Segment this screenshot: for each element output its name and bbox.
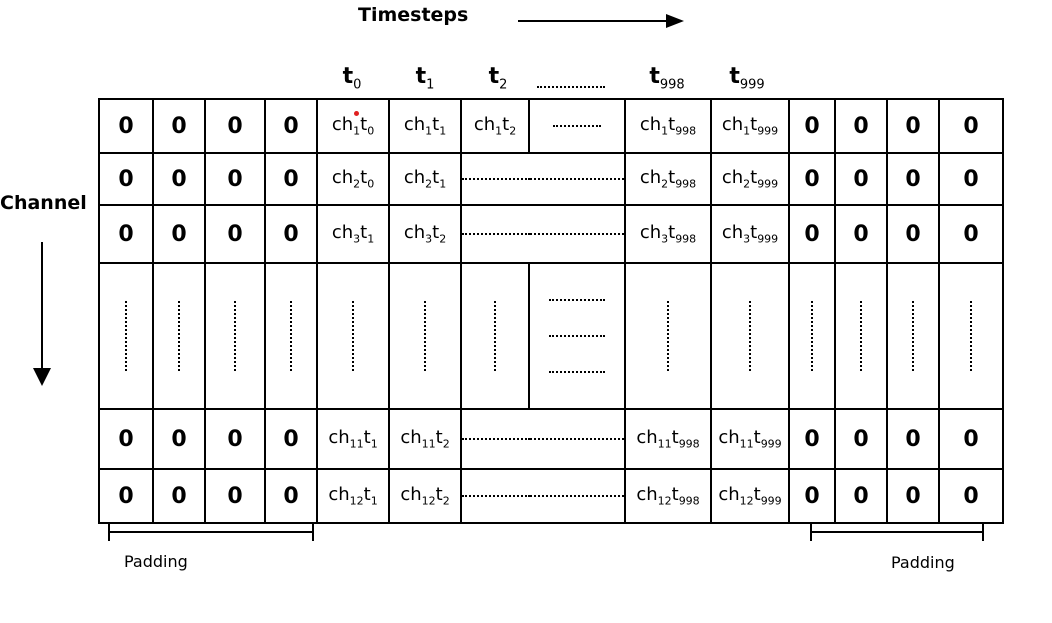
matrix-cell: ch12t999 <box>712 470 790 522</box>
matrix-cell: ch2t0 <box>318 154 390 206</box>
padding-zero-cell: 0 <box>888 410 940 470</box>
padding-zero-cell: 0 <box>888 206 940 264</box>
padding-zero-cell: 0 <box>836 206 888 264</box>
arrow-right-icon <box>518 14 684 28</box>
padding-zero-cell: 0 <box>100 470 154 522</box>
matrix-cell: ch1t999 <box>712 100 790 154</box>
padding-zero-cell: 0 <box>836 470 888 522</box>
ellipsis-cell <box>390 264 462 410</box>
padding-zero-cell: 0 <box>266 410 318 470</box>
ellipsis-cell <box>626 264 712 410</box>
padding-zero-cell: 0 <box>100 100 154 154</box>
padding-zero-cell: 0 <box>790 206 836 264</box>
timesteps-label: Timesteps <box>358 4 469 26</box>
ellipsis-cell <box>530 154 626 206</box>
ellipsis-cell <box>462 470 530 522</box>
matrix-cell: ch1t998 <box>626 100 712 154</box>
matrix-cell: ch11t1 <box>318 410 390 470</box>
channel-label: Channel <box>0 192 87 214</box>
padding-zero-cell: 0 <box>940 410 1002 470</box>
padding-zero-cell: 0 <box>836 154 888 206</box>
padding-zero-cell: 0 <box>790 154 836 206</box>
marker-dot <box>353 111 359 117</box>
padding-zero-cell: 0 <box>963 483 979 509</box>
padding-zero-cell: 0 <box>836 100 888 154</box>
matrix-cell: ch1t2 <box>462 100 530 154</box>
matrix-cell: ch11t2 <box>390 410 462 470</box>
ellipsis-cell <box>100 264 154 410</box>
matrix-cell: ch2t1 <box>390 154 462 206</box>
matrix-cell: ch11t999 <box>712 410 790 470</box>
matrix-cell: ch12t2 <box>390 470 462 522</box>
padding-zero-cell: 0 <box>154 100 206 154</box>
ellipsis-cell <box>462 206 530 264</box>
padding-zero-cell: 0 <box>790 470 836 522</box>
matrix-cell: ch12t1 <box>318 470 390 522</box>
matrix-cell: ch3t999 <box>712 206 790 264</box>
padding-zero-cell: 0 <box>940 206 1002 264</box>
padding-right-label: Padding <box>891 553 955 572</box>
ellipsis-cell <box>462 154 530 206</box>
matrix-cell: ch1t0 <box>318 100 390 154</box>
padding-zero-cell: 0 <box>266 100 318 154</box>
column-header: t1 <box>415 64 435 93</box>
column-header: t999 <box>729 64 765 93</box>
padding-zero-cell: 0 <box>206 410 266 470</box>
matrix-cell: ch2t999 <box>712 154 790 206</box>
padding-zero-cell: 0 <box>206 154 266 206</box>
ellipsis-cell <box>462 264 530 410</box>
ellipsis-cell <box>530 206 626 264</box>
padding-zero-cell: 0 <box>940 154 1002 206</box>
padding-zero-cell: 0 <box>100 206 154 264</box>
matrix-cell: ch3t2 <box>390 206 462 264</box>
padding-zero-cell: 0 <box>266 154 318 206</box>
padding-left-label: Padding <box>124 552 188 571</box>
ellipsis-cell <box>888 264 940 410</box>
column-header: t2 <box>488 64 508 93</box>
padding-zero-cell: 0 <box>154 410 206 470</box>
ellipsis-cell <box>530 470 626 522</box>
ellipsis-cell <box>266 264 318 410</box>
ellipsis-cell <box>530 264 626 410</box>
ellipsis-cell <box>940 264 1002 410</box>
ellipsis-cell <box>154 264 206 410</box>
column-header: t0 <box>342 64 362 93</box>
ellipsis-cell <box>836 264 888 410</box>
ellipsis-cell <box>530 410 626 470</box>
matrix-cell: ch3t1 <box>318 206 390 264</box>
padding-zero-cell: 0 <box>206 470 266 522</box>
matrix-cell: ch1t1 <box>390 100 462 154</box>
matrix-cell: ch12t998 <box>626 470 712 522</box>
padding-zero-cell: 0 <box>266 206 318 264</box>
padding-zero-cell: 0 <box>100 154 154 206</box>
matrix-cell: ch2t998 <box>626 154 712 206</box>
ellipsis-cell <box>712 264 790 410</box>
ellipsis-cell <box>318 264 390 410</box>
padding-zero-cell: 0 <box>888 100 940 154</box>
padding-zero-cell: 0 <box>266 470 318 522</box>
padding-zero-cell: 0 <box>888 154 940 206</box>
padding-zero-cell: 0 <box>940 100 1002 154</box>
padding-zero-cell: 0 <box>790 410 836 470</box>
padding-zero-cell: 0 <box>154 206 206 264</box>
matrix-cell: ch3t998 <box>626 206 712 264</box>
header-ellipsis <box>537 72 605 88</box>
padding-zero-cell: 0 <box>154 154 206 206</box>
ellipsis-cell <box>790 264 836 410</box>
matrix-cell: ch11t998 <box>626 410 712 470</box>
ellipsis-cell <box>530 100 626 154</box>
arrow-down-icon <box>33 242 51 386</box>
padding-zero-cell: 0 <box>100 410 154 470</box>
ellipsis-cell <box>462 410 530 470</box>
padding-zero-cell: 0 <box>836 410 888 470</box>
padding-zero-cell: 0 <box>206 100 266 154</box>
padding-zero-cell: 0 <box>790 100 836 154</box>
padding-zero-cell: 0 <box>206 206 266 264</box>
column-header: t998 <box>649 64 685 93</box>
ellipsis-cell <box>206 264 266 410</box>
padding-zero-cell: 0 <box>888 470 940 522</box>
padding-zero-cell: 0 <box>154 470 206 522</box>
